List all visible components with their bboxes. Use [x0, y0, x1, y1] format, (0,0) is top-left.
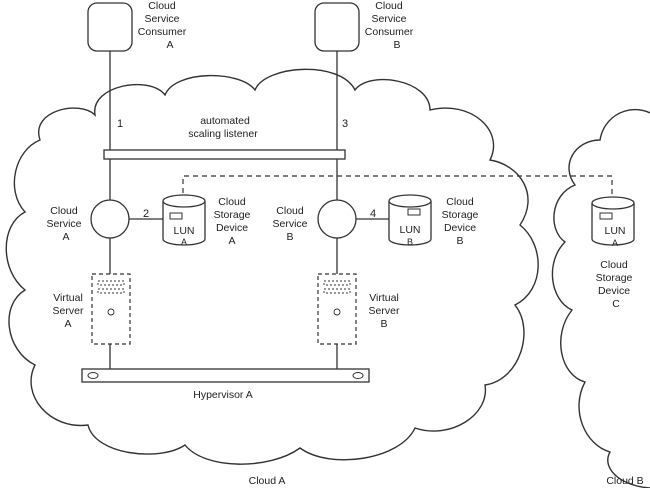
storage-c-indicator-icon — [599, 212, 613, 220]
listener-label-1: automated — [200, 115, 250, 127]
virtual-server-a[interactable] — [91, 273, 131, 345]
service-b-label-1: Cloud — [276, 205, 304, 217]
storage-b-indicator-icon — [407, 208, 421, 216]
hypervisor-a-left-bolt-icon — [87, 372, 99, 379]
consumer-a-label-2: Service — [144, 13, 179, 25]
storage-a-label-2: Storage — [214, 209, 251, 221]
step-number-2: 2 — [143, 208, 149, 220]
storage-a-lun-label: LUN — [173, 225, 194, 237]
server-b-label-2: Server — [369, 305, 400, 317]
cloud-service-consumer-a[interactable] — [87, 2, 133, 52]
storage-c-label-3: Device — [598, 285, 630, 297]
cloud-storage-device-c[interactable]: LUN A — [591, 196, 635, 248]
hypervisor-a[interactable] — [81, 368, 370, 383]
storage-a-cylinder-top — [162, 194, 206, 208]
cloud-service-a[interactable] — [90, 199, 130, 239]
hypervisor-a-right-bolt-icon — [352, 372, 364, 379]
cloud-b-label: Cloud B — [606, 475, 643, 487]
storage-b-label-1: Cloud — [446, 196, 474, 208]
cloud-storage-device-a[interactable]: LUN A — [162, 194, 206, 247]
consumer-b-label-2: Service — [371, 13, 406, 25]
server-a-label-1: Virtual — [53, 292, 83, 304]
server-a-power-icon — [107, 308, 115, 316]
storage-a-lun-id: A — [181, 237, 187, 247]
server-a-label-2: Server — [53, 305, 84, 317]
storage-c-label-2: Storage — [596, 272, 633, 284]
consumer-a-label-1: Cloud — [148, 0, 176, 12]
service-a-label-2: Service — [46, 218, 81, 230]
server-b-drive-2 — [323, 288, 351, 294]
server-b-label-1: Virtual — [369, 292, 399, 304]
storage-a-label-4: A — [228, 235, 235, 247]
storage-b-label-4: B — [456, 235, 463, 247]
storage-c-cylinder-top — [591, 196, 635, 210]
server-b-drive-1 — [323, 280, 351, 286]
server-b-label-3: B — [380, 318, 387, 330]
storage-c-label-4: C — [612, 298, 620, 310]
cloud-service-b[interactable] — [317, 199, 357, 239]
server-a-label-3: A — [64, 318, 71, 330]
storage-a-indicator-icon — [169, 212, 183, 220]
dashed-link-to-storage-c — [182, 175, 613, 196]
service-b-label-2: Service — [272, 218, 307, 230]
consumer-a-label-4: A — [166, 39, 173, 51]
cloud-a-label: Cloud A — [249, 475, 286, 487]
storage-a-cylinder-body — [162, 201, 206, 246]
storage-b-label-3: Device — [444, 222, 476, 234]
consumer-b-label-4: B — [393, 39, 400, 51]
storage-b-lun-id: B — [407, 237, 413, 247]
storage-b-lun-label: LUN — [399, 224, 420, 236]
server-b-power-icon — [333, 308, 341, 316]
automated-scaling-listener[interactable] — [103, 149, 346, 160]
step-number-1: 1 — [117, 118, 123, 130]
step-number-4: 4 — [370, 208, 376, 220]
cloud-storage-device-b[interactable]: LUN B — [388, 194, 432, 247]
hypervisor-a-label: Hypervisor A — [193, 389, 253, 401]
server-a-drive-1 — [97, 280, 125, 286]
storage-c-lun-id: A — [612, 238, 618, 248]
hypervisor-a-bar — [81, 368, 370, 383]
step-number-3: 3 — [342, 118, 348, 130]
storage-c-lun-label: LUN — [604, 225, 625, 237]
service-a-label-1: Cloud — [50, 205, 78, 217]
storage-c-label-1: Cloud — [600, 259, 628, 271]
storage-b-cylinder-top — [388, 194, 432, 208]
cloud-service-consumer-b[interactable] — [314, 2, 360, 52]
service-a-label-3: A — [62, 231, 69, 243]
storage-b-label-2: Storage — [442, 209, 479, 221]
cloud-b-outline — [551, 109, 650, 488]
consumer-b-label-1: Cloud — [375, 0, 403, 12]
storage-a-label-3: Device — [216, 222, 248, 234]
server-a-drive-2 — [97, 288, 125, 294]
service-b-label-3: B — [286, 231, 293, 243]
virtual-server-b[interactable] — [317, 273, 357, 345]
storage-a-label-1: Cloud — [218, 196, 246, 208]
consumer-b-label-3: Consumer — [365, 26, 414, 38]
cloud-a-outline — [5, 68, 539, 465]
listener-label-2: scaling listener — [188, 128, 258, 140]
consumer-a-label-3: Consumer — [138, 26, 187, 38]
